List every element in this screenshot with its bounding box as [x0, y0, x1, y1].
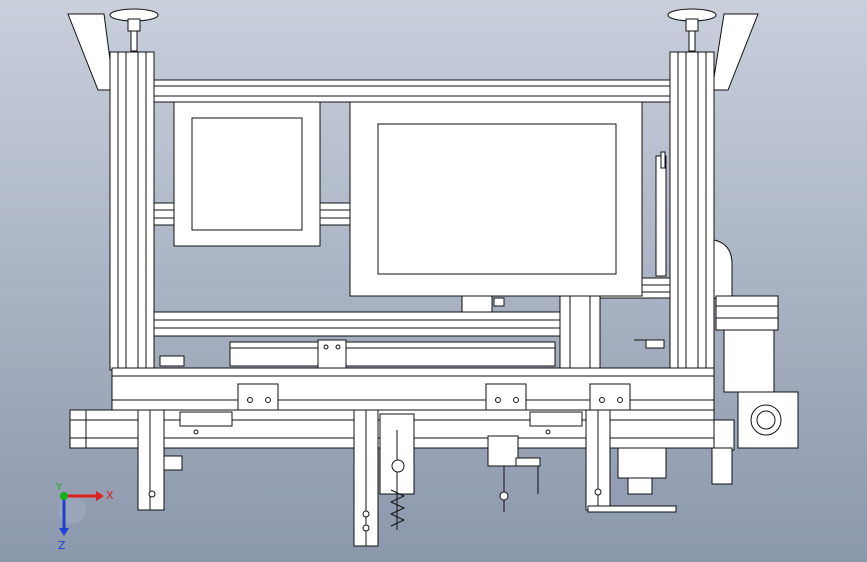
probe-mount[interactable]	[487, 435, 541, 512]
linear-slide[interactable]	[159, 339, 556, 369]
triad-disc	[58, 496, 86, 524]
bracket-2[interactable]	[485, 383, 527, 411]
right-display-panel[interactable]	[349, 101, 643, 297]
z-axis-arrowhead	[59, 528, 69, 536]
gripper-leg-2[interactable]	[353, 409, 379, 547]
bracket-3[interactable]	[589, 383, 631, 411]
bracket-1[interactable]	[237, 383, 279, 411]
left-display-panel[interactable]	[173, 101, 321, 247]
motor-assembly[interactable]	[711, 295, 799, 485]
gripper-head[interactable]	[617, 447, 667, 495]
x-axis-label: X	[106, 489, 114, 502]
gripper-leg-1[interactable]	[137, 409, 183, 511]
y-axis-label: Y	[55, 482, 63, 493]
clip-right[interactable]	[529, 411, 583, 435]
leadscrew-actuator[interactable]	[379, 413, 415, 530]
top-crossbeam[interactable]	[149, 79, 675, 103]
gripper-leg-3[interactable]	[585, 409, 677, 513]
cable-duct[interactable]	[713, 239, 733, 299]
clip-left[interactable]	[179, 411, 233, 435]
right-column[interactable]	[669, 51, 715, 371]
coordinate-triad: X Y Z	[55, 482, 114, 552]
mid-rail-lower[interactable]	[153, 311, 565, 337]
right-leveling-foot[interactable]	[667, 8, 717, 52]
left-leveling-foot[interactable]	[109, 8, 159, 52]
z-axis-label: Z	[58, 539, 66, 552]
right-sensor-rod[interactable]	[634, 151, 667, 349]
y-axis-marker	[60, 492, 68, 500]
x-axis-arrowhead	[96, 491, 104, 501]
center-support-column[interactable]	[461, 295, 601, 369]
left-column[interactable]	[109, 51, 155, 371]
